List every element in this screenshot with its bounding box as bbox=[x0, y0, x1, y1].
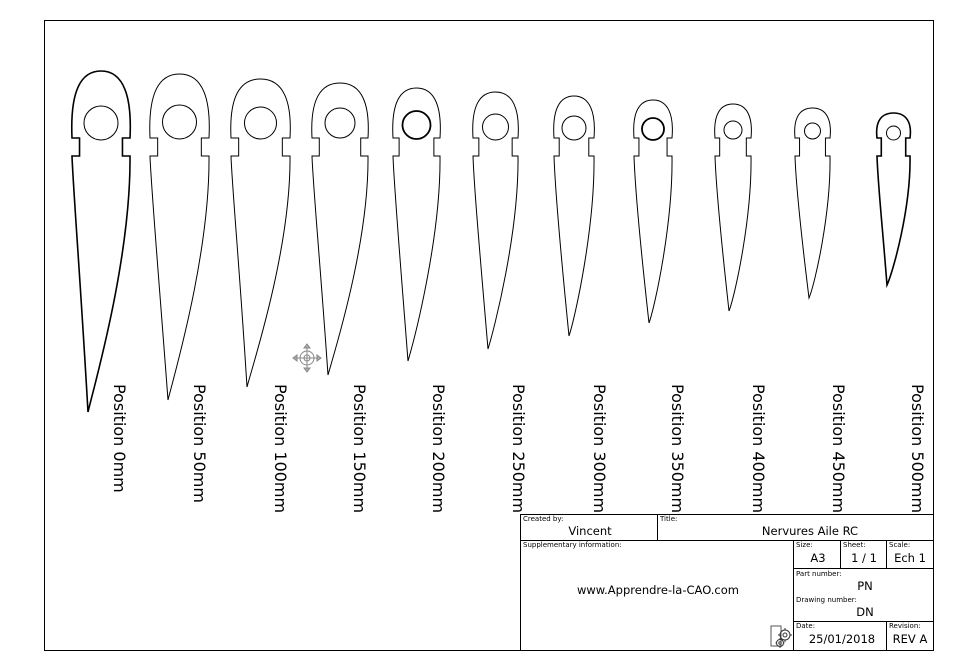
created-by-label: Created by: bbox=[523, 515, 563, 523]
rib-outline bbox=[794, 107, 831, 300]
rib-spar-hole bbox=[401, 110, 432, 140]
sheet-value: 1 / 1 bbox=[851, 551, 877, 565]
rib-spar-hole bbox=[244, 106, 277, 140]
rib-outline bbox=[633, 99, 673, 324]
drawing-number-value: DN bbox=[856, 605, 873, 619]
revision-value: REV A bbox=[893, 632, 928, 646]
title-block-text: Created by: Vincent Title: Nervures Aile… bbox=[523, 515, 927, 646]
sheet-label: Sheet: bbox=[843, 541, 866, 549]
ribs-group: Position 0mm Position 50mm Position 100mm P… bbox=[70, 70, 927, 513]
rib-position-label: Position 350mm bbox=[668, 384, 687, 513]
rib-spar-hole bbox=[804, 122, 821, 140]
rib-position-label: Position 500mm bbox=[908, 384, 927, 513]
rib-spar-hole bbox=[641, 117, 665, 141]
rib-spar-hole bbox=[561, 115, 587, 141]
title-block bbox=[520, 514, 934, 651]
scale-label: Scale: bbox=[889, 541, 910, 549]
rib-spar-hole bbox=[83, 105, 119, 141]
date-label: Date: bbox=[796, 622, 815, 630]
title-label: Title: bbox=[659, 515, 677, 523]
size-label: Size: bbox=[796, 541, 813, 549]
rib-position-label: Position 100mm bbox=[271, 384, 290, 513]
rib-outline bbox=[311, 82, 369, 376]
created-by-value: Vincent bbox=[568, 524, 612, 538]
supplementary-value: www.Apprendre-la-CAO.com bbox=[577, 583, 739, 597]
move-cursor-icon[interactable] bbox=[292, 343, 322, 373]
date-value: 25/01/2018 bbox=[809, 632, 875, 646]
rib-outline bbox=[472, 91, 519, 350]
drawing-title: Nervures Aile RC bbox=[762, 524, 858, 538]
rib-position-label: Position 450mm bbox=[829, 384, 848, 513]
sheet-border bbox=[44, 20, 934, 651]
part-number-value: PN bbox=[857, 579, 873, 593]
scale-value: Ech 1 bbox=[894, 551, 926, 565]
rib-outline bbox=[875, 112, 912, 289]
rib-outline bbox=[553, 95, 595, 337]
rib-spar-hole bbox=[482, 113, 509, 141]
rib-outline bbox=[70, 70, 132, 413]
rib-spar-hole bbox=[324, 107, 356, 139]
rib-position-label: Position 400mm bbox=[749, 384, 768, 513]
rib-spar-hole bbox=[162, 104, 197, 140]
supplementary-label: Supplementary information: bbox=[523, 541, 622, 549]
rib-position-label: Position 0mm bbox=[110, 384, 129, 493]
rib-outline bbox=[149, 73, 210, 401]
drawing-number-label: Drawing number: bbox=[796, 596, 857, 604]
rib-position-label: Position 50mm bbox=[190, 384, 209, 503]
rib-outline bbox=[392, 87, 441, 362]
rib-outline bbox=[230, 78, 291, 388]
size-value: A3 bbox=[810, 551, 825, 565]
revision-label: Revision: bbox=[889, 622, 921, 630]
rib-outline bbox=[714, 103, 752, 312]
rib-position-label: Position 200mm bbox=[429, 384, 448, 513]
rib-position-label: Position 250mm bbox=[509, 384, 528, 513]
rib-position-label: Position 300mm bbox=[590, 384, 609, 513]
gears-logo-icon bbox=[770, 625, 792, 648]
rib-position-label: Position 150mm bbox=[350, 384, 369, 513]
rib-spar-hole bbox=[723, 120, 743, 140]
rib-spar-hole bbox=[886, 125, 901, 141]
part-number-label: Part number: bbox=[796, 570, 842, 578]
